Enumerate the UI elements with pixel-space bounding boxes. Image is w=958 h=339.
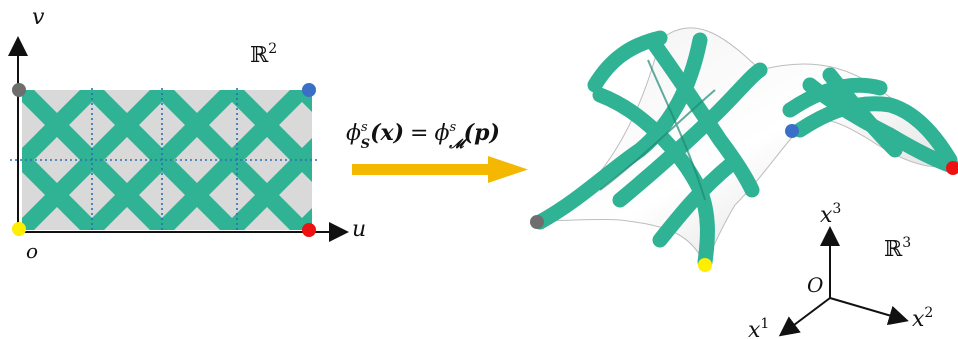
axes-2d bbox=[7, 36, 349, 242]
surface-dot-red bbox=[946, 161, 958, 175]
corner-dot-red bbox=[302, 223, 316, 237]
corner-dot-yellow bbox=[12, 222, 26, 236]
axis-label-x2: x2 bbox=[912, 305, 933, 332]
space-label-r3: ℝ3 bbox=[884, 235, 911, 262]
x1-axis bbox=[778, 297, 831, 337]
corner-dot-gray bbox=[12, 83, 26, 97]
origin-label-2d: o bbox=[26, 239, 38, 263]
surface-dot-yellow bbox=[698, 258, 712, 272]
axes-3d bbox=[778, 226, 909, 337]
lattice-strips-3d bbox=[532, 30, 958, 270]
axis-label-v: v bbox=[32, 5, 45, 30]
surface-dot-blue bbox=[785, 124, 799, 138]
dotted-grid bbox=[10, 88, 318, 232]
axis-label-x1: x1 bbox=[748, 316, 769, 339]
axis-label-u: u bbox=[352, 217, 366, 242]
axis-label-x3: x3 bbox=[820, 201, 841, 228]
x2-axis bbox=[829, 297, 909, 326]
space-label-r2: ℝ2 bbox=[250, 41, 277, 68]
parameter-domain bbox=[10, 88, 318, 232]
surface-dot-gray bbox=[530, 215, 544, 229]
corner-dot-blue bbox=[302, 83, 316, 97]
mapping-arrow bbox=[352, 156, 528, 183]
mapped-surface bbox=[532, 27, 958, 270]
origin-label-3d: O bbox=[807, 273, 823, 297]
